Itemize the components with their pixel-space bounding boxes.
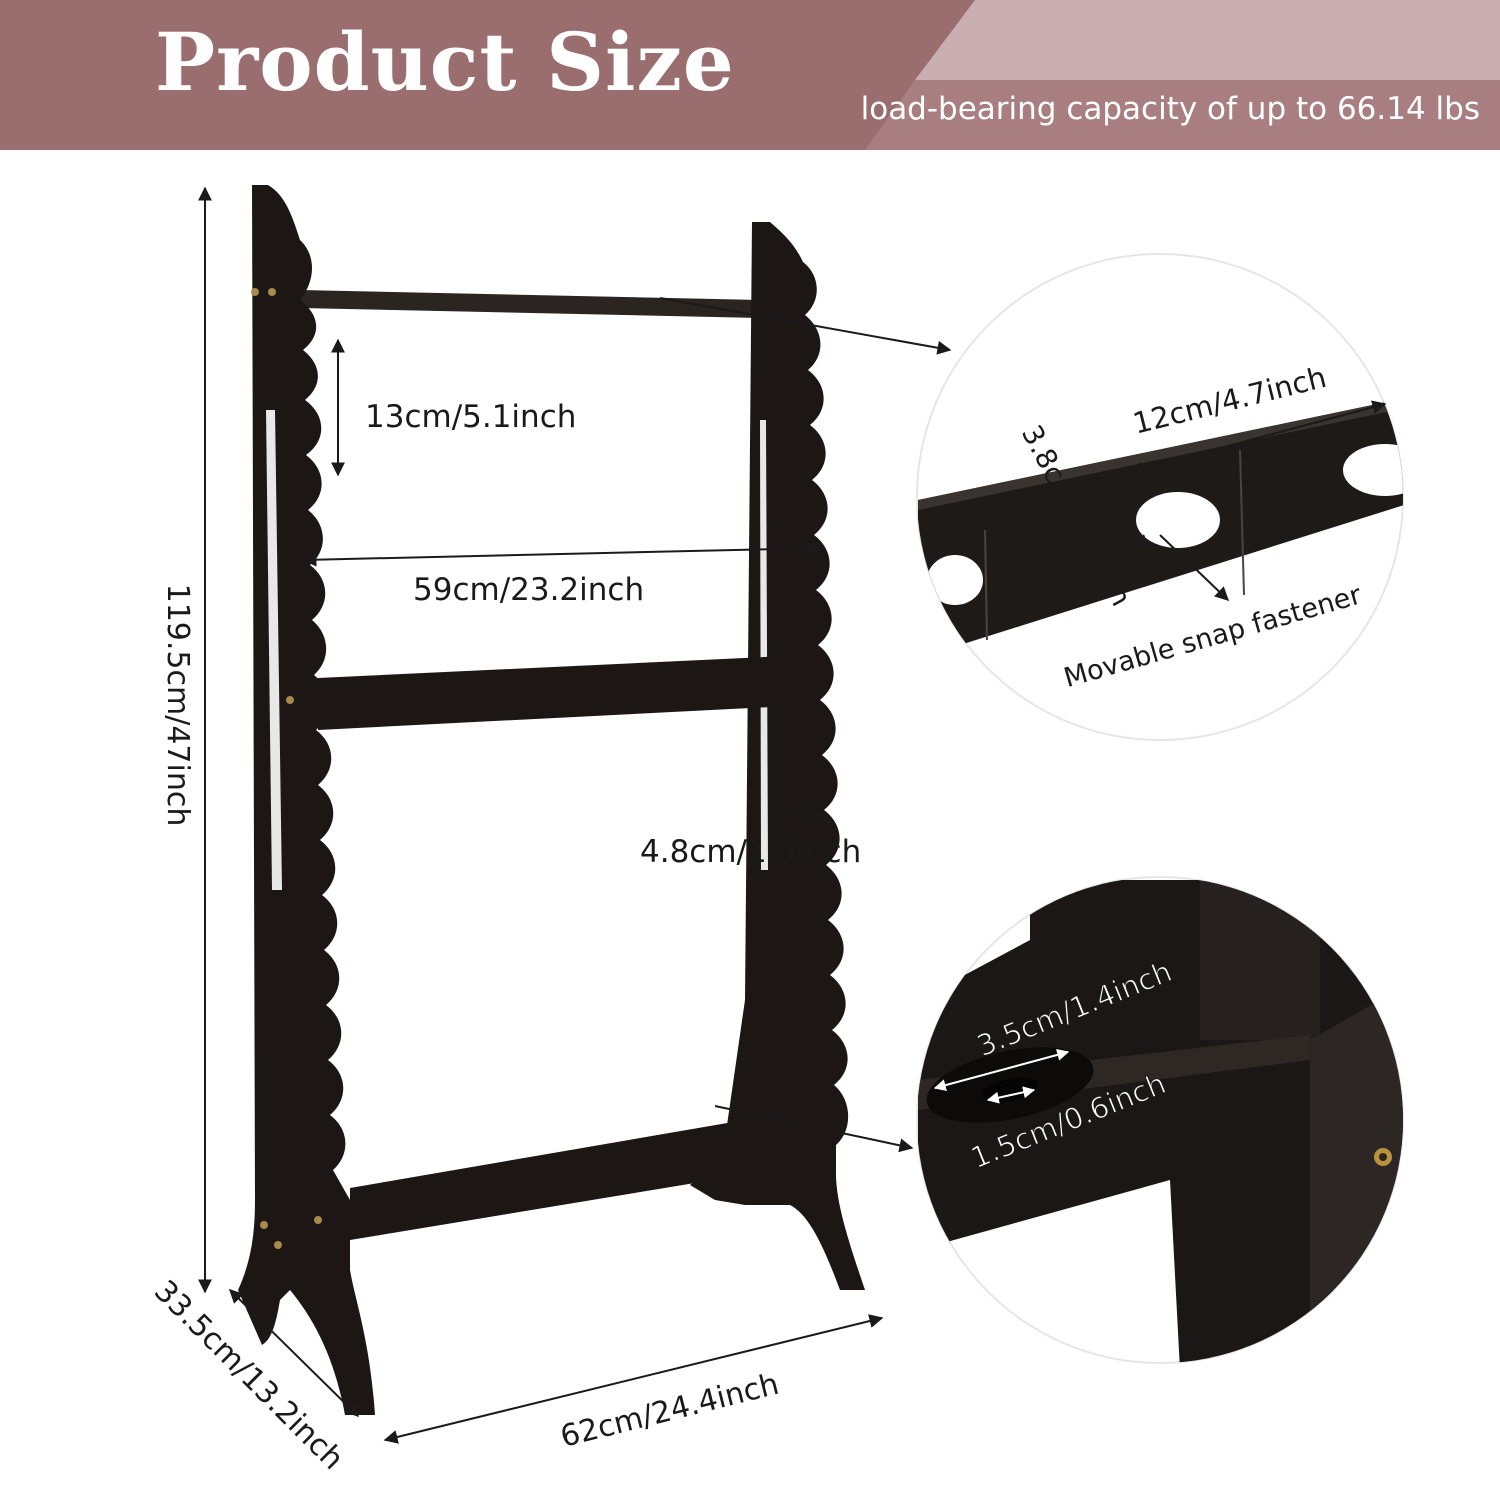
top-bar [300, 290, 760, 318]
detail-bottom-zoom: 3.5cm/1.4inch 1.5cm/0.6inch [916, 876, 1404, 1364]
detail-top-zoom: 12cm/4.7inch 3.8cm/1.5inch Movable snap … [916, 253, 1404, 741]
right-post [690, 222, 865, 1290]
inner-width-line [302, 541, 822, 567]
height-label: 119.5cm/47inch [160, 584, 195, 827]
bolt [314, 1216, 322, 1224]
header-banner: Product Size load-bearing capacity of up… [0, 0, 1500, 150]
bolt [286, 696, 294, 704]
bolt [251, 288, 259, 296]
detail-width-line [1111, 511, 1149, 549]
thickness-line [788, 805, 834, 825]
small-hole-line [986, 1086, 1036, 1104]
detail-length-line [1128, 400, 1387, 476]
sword-rack [238, 185, 865, 1415]
callout-bottom-line [714, 1105, 914, 1153]
bolt [274, 1241, 282, 1249]
width-dimension-line [383, 1314, 884, 1444]
bolt [268, 288, 276, 296]
slot-spacing-label: 13cm/5.1inch [365, 399, 576, 435]
post-thickness-label: 4.8cm/1.9inch [640, 834, 861, 870]
callout-top-line [659, 297, 952, 355]
capacity-subtitle: load-bearing capacity of up to 66.14 lbs [860, 91, 1480, 127]
bottom-bar [350, 1105, 834, 1240]
depth-dimension-line [229, 1289, 359, 1417]
large-hole-line [933, 1049, 1070, 1091]
snap-fastener-pointer [1159, 534, 1230, 601]
bolt [260, 1221, 268, 1229]
inner-width-label: 59cm/23.2inch [413, 572, 644, 608]
bottom-width-label: 62cm/24.4inch [557, 1367, 782, 1455]
page-title: Product Size [155, 15, 735, 109]
banner-background [0, 0, 1500, 150]
middle-bar [318, 655, 810, 730]
